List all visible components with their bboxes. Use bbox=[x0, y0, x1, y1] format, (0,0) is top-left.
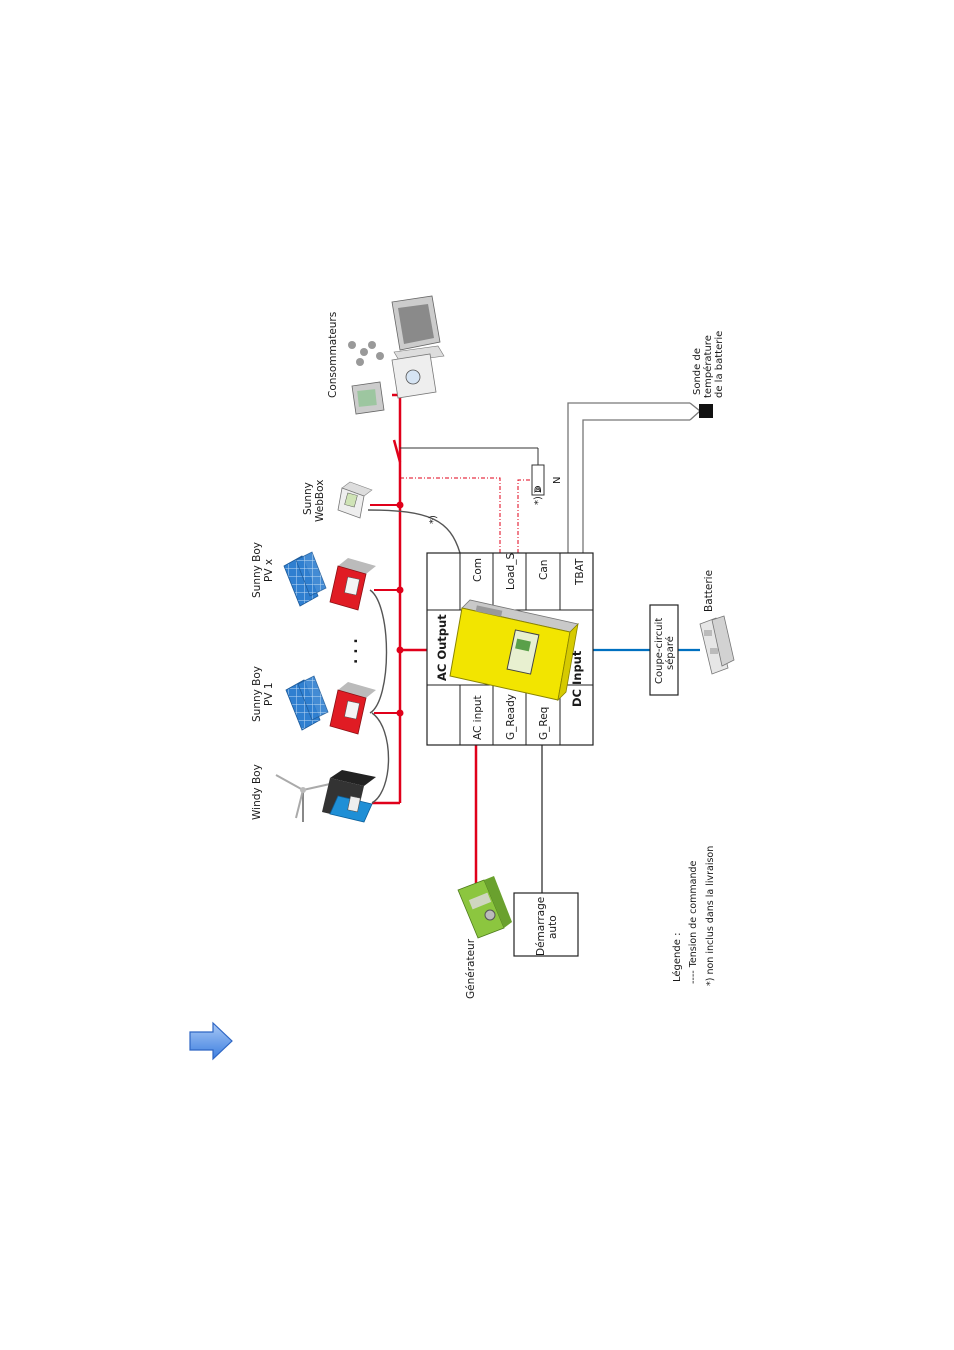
sunny-boy-1-label-line1: Sunny Boy bbox=[251, 666, 263, 722]
sunny-boy-x-label-line2: PV x bbox=[263, 559, 275, 582]
terminal-g-req: G_Req bbox=[538, 707, 550, 740]
windy-boy-inverter-icon bbox=[322, 770, 376, 823]
sunny-boy-inverter-icon bbox=[329, 558, 376, 611]
battery-group: Batterie bbox=[699, 570, 735, 675]
ac-output-label: AC Output bbox=[435, 614, 449, 681]
generator-group: Générateur bbox=[457, 876, 512, 999]
auto-start-label-line1: Démarrage bbox=[535, 897, 547, 956]
sunny-boy-1-group: Sunny Boy PV 1 bbox=[251, 666, 376, 735]
temperature-sensor-icon bbox=[699, 404, 713, 418]
terminal-g-ready: G_Ready bbox=[505, 694, 517, 740]
wind-turbine-icon bbox=[275, 774, 331, 822]
sunny-island-icon bbox=[449, 599, 579, 702]
arrow-right-icon bbox=[189, 1021, 233, 1061]
consumers-group: Consommateurs bbox=[327, 295, 445, 415]
washing-machine-icon bbox=[391, 353, 437, 399]
dc-input-label: DC Input bbox=[570, 650, 584, 707]
generator-label: Générateur bbox=[465, 938, 477, 999]
sensor-label-line2: température bbox=[702, 335, 714, 398]
windy-boy-label: Windy Boy bbox=[251, 764, 263, 820]
webbox-group: Sunny WebBox *) bbox=[302, 480, 439, 524]
fuse-box: Coupe-circuit séparé bbox=[649, 604, 679, 696]
sensor-label-line3: de la batterie bbox=[714, 331, 725, 398]
legend-control-voltage: ---- Tension de commande bbox=[688, 860, 699, 984]
sunny-boy-inverter-icon bbox=[329, 682, 376, 735]
battery-label: Batterie bbox=[703, 570, 715, 612]
legend: Légende : ---- Tension de commande *) no… bbox=[671, 846, 716, 986]
legend-not-included: *) non inclus dans la livraison bbox=[705, 846, 716, 986]
lamps-icon bbox=[348, 341, 384, 366]
computer-icon bbox=[391, 295, 445, 363]
relay-n-label: N bbox=[552, 477, 563, 484]
webbox-not-included-mark: *) bbox=[428, 515, 439, 524]
solar-panel-icon bbox=[285, 675, 329, 731]
sensor-label-group: Sonde de température de la batterie bbox=[692, 331, 725, 398]
inverter-block: AC Output DC Input AC input G_Ready G_Re… bbox=[426, 552, 594, 746]
ellipsis: . . . bbox=[345, 638, 361, 664]
terminal-ac-input: AC input bbox=[472, 695, 484, 740]
junction-dot bbox=[396, 709, 404, 717]
solar-panel-icon bbox=[283, 551, 327, 607]
junction-dot bbox=[396, 586, 404, 594]
fuse-label-line2: séparé bbox=[664, 636, 676, 670]
terminal-com: Com bbox=[472, 558, 484, 582]
webbox-icon bbox=[337, 481, 373, 519]
sunny-boy-1-label-line2: PV 1 bbox=[263, 682, 275, 706]
tv-icon bbox=[351, 381, 385, 415]
sunny-boy-x-group: Sunny Boy PV x bbox=[251, 542, 376, 611]
auto-start-box: Démarrage auto bbox=[513, 892, 579, 957]
fuse-label-line1: Coupe-circuit bbox=[654, 618, 665, 684]
terminal-tbat: TBAT bbox=[574, 558, 586, 586]
junction-dot bbox=[396, 501, 404, 509]
sunny-boy-x-label-line1: Sunny Boy bbox=[251, 542, 263, 598]
junction-dot bbox=[396, 646, 404, 654]
relay-label: *) ↇ bbox=[533, 486, 544, 505]
sensor-label-line1: Sonde de bbox=[692, 348, 703, 395]
ac-bus bbox=[370, 393, 427, 805]
battery-icon bbox=[699, 615, 735, 675]
generator-icon bbox=[457, 876, 512, 939]
consumers-label: Consommateurs bbox=[327, 312, 339, 398]
auto-start-label-line2: auto bbox=[547, 915, 559, 939]
terminal-can: Can bbox=[538, 560, 550, 580]
terminal-load-s: Load_S bbox=[505, 553, 517, 590]
control-voltage-line bbox=[400, 477, 501, 553]
webbox-label-line2: WebBox bbox=[314, 480, 326, 522]
webbox-label-line1: Sunny bbox=[302, 482, 314, 515]
windy-boy-group: Windy Boy bbox=[251, 764, 376, 823]
legend-title: Légende : bbox=[671, 933, 683, 982]
